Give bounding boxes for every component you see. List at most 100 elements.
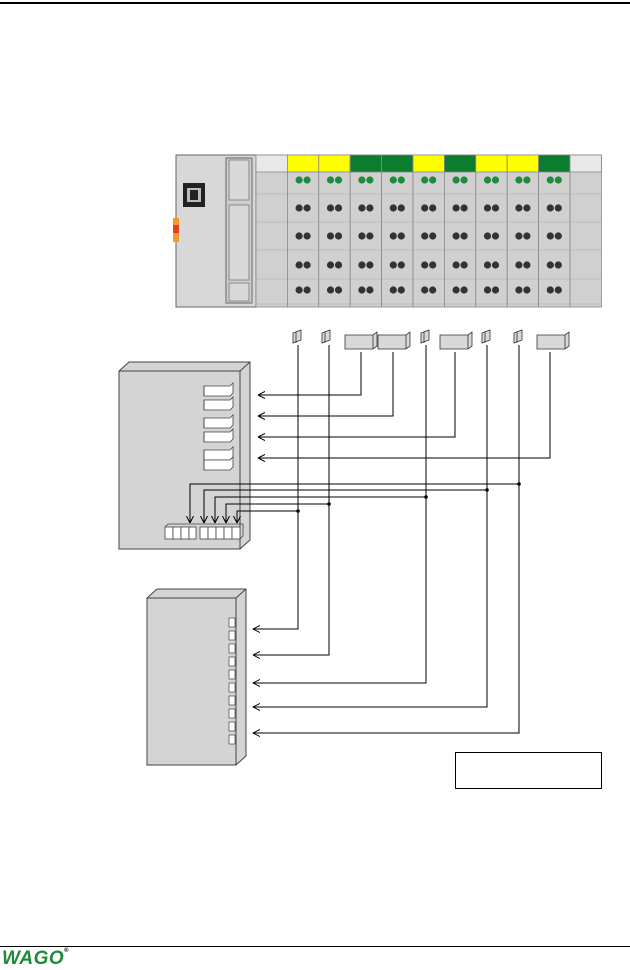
io-module <box>318 154 351 308</box>
terminal-contact-icon <box>554 204 562 212</box>
terminal-contact-icon <box>554 232 562 240</box>
module-color-band <box>381 154 414 173</box>
terminal-contact-icon <box>303 232 311 240</box>
footer-rule <box>0 946 630 947</box>
wire-connector-icon <box>321 329 331 344</box>
terminal-contact-icon <box>334 286 343 294</box>
module-color-band <box>475 154 508 173</box>
terminal-contact-icon <box>358 204 366 212</box>
terminal-contact-icon <box>460 232 468 240</box>
module-color-band <box>349 154 383 173</box>
wire-connector-icon <box>481 329 491 344</box>
terminal-contact-icon <box>326 232 335 240</box>
module-color-band <box>538 154 571 173</box>
status-led-icon <box>429 176 437 184</box>
terminal-contact-icon <box>452 286 460 294</box>
terminal-contact-icon <box>421 204 429 212</box>
status-led-icon <box>554 176 562 184</box>
module-color-band <box>443 154 477 173</box>
terminal-contact-icon <box>483 286 492 294</box>
io-module-rack <box>255 154 602 308</box>
status-led-icon <box>452 176 460 184</box>
terminal-contact-icon <box>546 232 554 240</box>
terminal-contact-icon <box>515 204 523 212</box>
terminal-contact-icon <box>429 286 437 294</box>
io-module <box>255 154 288 308</box>
wiring-diagram <box>118 154 602 766</box>
header-rule <box>0 2 630 4</box>
status-led-icon <box>397 176 405 184</box>
terminal-contact-icon <box>295 204 303 212</box>
terminal-contact-icon <box>334 204 343 212</box>
terminal-contact-icon <box>326 261 335 269</box>
terminal-contact-icon <box>491 232 500 240</box>
terminal-contact-icon <box>303 261 311 269</box>
module-color-band <box>412 154 445 173</box>
ethernet-port-icon <box>183 183 205 207</box>
status-led-icon <box>358 176 366 184</box>
io-module <box>443 154 477 308</box>
status-led-icon <box>326 176 335 184</box>
wire-junctions <box>296 482 521 513</box>
status-led-icon <box>523 176 531 184</box>
terminal-contact-icon <box>389 261 397 269</box>
terminal-contact-icon <box>515 232 523 240</box>
module-color-band <box>569 154 602 173</box>
terminal-contact-icon <box>452 261 460 269</box>
io-module <box>286 154 320 308</box>
status-led-icon <box>515 176 523 184</box>
wire-connector-icon <box>292 329 302 344</box>
io-module <box>412 154 445 308</box>
terminal-contact-icon <box>303 204 311 212</box>
terminal-contact-icon <box>523 204 531 212</box>
status-led-icon <box>389 176 397 184</box>
terminal-block <box>164 523 244 540</box>
terminal-contact-icon <box>366 261 374 269</box>
terminal-contact-icon <box>358 232 366 240</box>
module-color-band <box>318 154 351 173</box>
status-led-icon <box>483 176 492 184</box>
io-module <box>349 154 383 308</box>
status-led-icon <box>295 176 303 184</box>
terminal-contact-icon <box>421 232 429 240</box>
terminal-contact-icon <box>358 286 366 294</box>
status-led-icon <box>491 176 500 184</box>
status-led-icon <box>303 176 311 184</box>
terminal-slots <box>203 382 234 471</box>
wire-connector-icon <box>439 331 473 350</box>
terminal-contact-icon <box>389 204 397 212</box>
terminal-contact-icon <box>483 261 492 269</box>
terminal-contact-icon <box>397 232 405 240</box>
terminal-contact-icon <box>358 261 366 269</box>
wire-connector-icon <box>420 329 430 344</box>
caption-box <box>455 752 602 789</box>
wago-logo: WAGO® <box>2 948 70 969</box>
io-module <box>381 154 414 308</box>
lower-device <box>146 588 247 766</box>
terminal-contact-icon <box>366 286 374 294</box>
terminal-contact-icon <box>397 286 405 294</box>
terminal-contact-icon <box>429 232 437 240</box>
terminal-contact-icon <box>452 204 460 212</box>
terminal-contact-icon <box>491 286 500 294</box>
terminal-contact-icon <box>523 286 531 294</box>
terminal-contact-icon <box>421 286 429 294</box>
terminal-contact-icon <box>546 204 554 212</box>
terminal-contact-icon <box>389 232 397 240</box>
terminal-contact-icon <box>523 261 531 269</box>
terminal-contact-icon <box>366 232 374 240</box>
upper-device <box>118 361 251 550</box>
terminal-contact-icon <box>460 204 468 212</box>
terminal-contact-icon <box>460 261 468 269</box>
terminal-contact-icon <box>326 286 335 294</box>
wire-connector-icon <box>344 331 378 350</box>
terminal-contact-icon <box>295 232 303 240</box>
terminal-contact-icon <box>295 261 303 269</box>
terminal-column <box>228 617 236 745</box>
status-led-icon <box>334 176 343 184</box>
connector-icons <box>292 329 570 350</box>
terminal-contact-icon <box>334 232 343 240</box>
terminal-contact-icon <box>515 261 523 269</box>
io-module <box>475 154 508 308</box>
terminal-contact-icon <box>523 232 531 240</box>
